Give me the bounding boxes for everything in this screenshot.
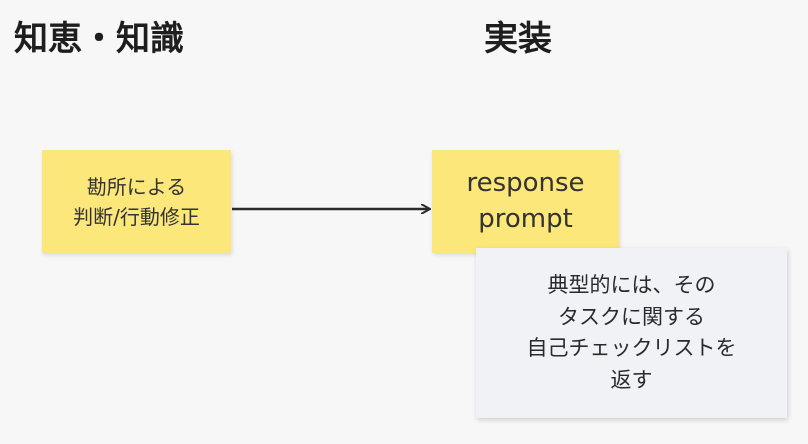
sticky-note-text: 勘所による [86, 174, 187, 199]
sticky-note-text: response [466, 168, 585, 199]
heading-wisdom-knowledge: 知恵・知識 [14, 19, 184, 59]
sticky-note-text: 自己チェックリストを [526, 336, 737, 360]
sticky-note-text: prompt [478, 203, 573, 234]
sticky-note-response-prompt[interactable]: response prompt [432, 150, 619, 253]
sticky-note-judgement[interactable]: 勘所による 判断/行動修正 [42, 150, 231, 253]
sticky-note-text: 典型的には、その [547, 273, 716, 297]
sticky-note-explanation[interactable]: 典型的には、その タスクに関する 自己チェックリストを 返す [476, 248, 787, 418]
sticky-note-text: 返す [610, 367, 653, 392]
sticky-note-text: タスクに関する [558, 304, 705, 329]
sticky-note-text: 判断/行動修正 [73, 204, 200, 229]
heading-implementation: 実装 [484, 19, 552, 59]
